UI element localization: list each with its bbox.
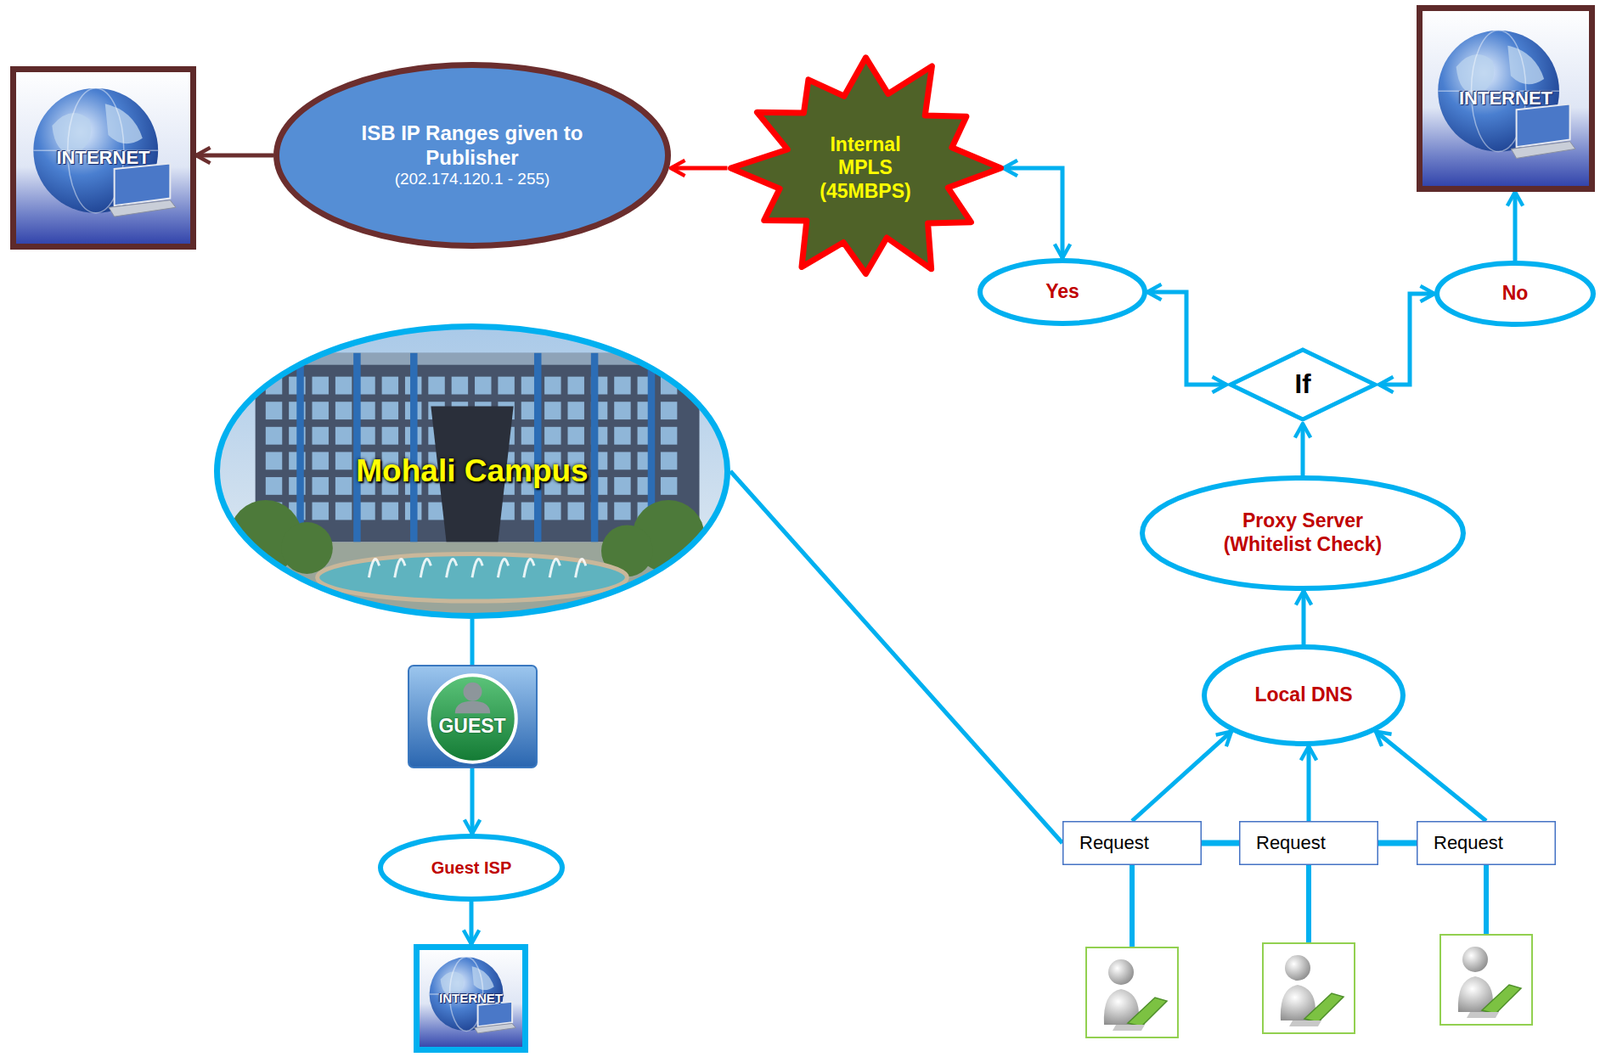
internet-frame [13,69,194,248]
node-label: Mohali Campus [355,452,588,491]
connector-arrow [1378,840,1417,847]
node-label: Proxy Server (Whitelist Check) [1209,509,1397,557]
node-label: GUEST [438,715,506,739]
laptop-icon [108,163,176,217]
connector-arrow [469,901,474,945]
node-label: No [1502,281,1529,306]
text-wrap: INTERNET [56,146,151,170]
campus-ellipse: Mohali Campus [214,323,731,620]
text-wrap: Internal MPLS (45MBPS) [810,133,921,204]
internet-frame [416,947,526,1051]
text-wrap: ISB IP Ranges given to Publisher(202.174… [332,121,613,190]
rect-outline [1417,822,1556,866]
starburst-outline [730,57,1001,275]
internet-box: INTERNET [413,944,529,1054]
ellipse-outline [1142,478,1464,589]
guest-frame [408,665,537,768]
proxy-ellipse: Proxy Server (Whitelist Check) [1139,475,1466,592]
guest-badge [428,675,516,762]
connector-arrow [670,166,728,171]
connector-arrow [1301,423,1306,476]
connector-arrow [1379,293,1435,385]
node-label: INTERNET [56,146,151,170]
connector-arrow [1201,840,1240,847]
connector-arrow [1307,746,1312,822]
isp-ellipse: Guest ISP [377,833,565,902]
connector-arrow [470,619,475,665]
text-wrap: Request [1079,832,1150,855]
text-wrap: INTERNET [439,991,503,1007]
connector-arrow [470,768,475,834]
text-wrap: No [1502,281,1529,306]
rect-outline [1239,822,1379,866]
ellipse-outline [276,65,669,247]
text-wrap: Local DNS [1254,683,1353,708]
user-icon [1440,935,1533,1026]
user-link-line [1129,865,1135,947]
text-wrap: If [1295,368,1312,400]
text-wrap: GUEST [438,715,506,739]
user-link-line [1483,865,1489,935]
ellipse-outline [1436,263,1594,325]
node-label: ISB IP Ranges given to Publisher [332,121,613,171]
guest-icon: GUEST [407,664,538,769]
connector-arrow [1301,591,1307,645]
laptop-icon [474,1002,517,1034]
text-wrap: Mohali Campus [355,452,588,491]
connector-arrow [1147,292,1227,385]
text-wrap: Proxy Server (Whitelist Check) [1209,509,1397,557]
request-box: Request [1062,821,1202,866]
request-box: Request [1416,821,1556,866]
node-label: Request [1433,832,1504,855]
node-label: (202.174.120.1 - 255) [394,169,551,190]
text-wrap: Request [1433,832,1504,855]
internet-box: INTERNET [1416,5,1595,192]
ellipse-outline [980,260,1145,324]
text-wrap: INTERNET [1459,87,1553,110]
diamond-outline [1230,349,1375,420]
decision-ellipse: No [1434,260,1596,327]
connector-arrow [1375,731,1487,822]
connector-arrow [196,153,274,158]
node-label: Request [1079,832,1150,855]
connector-arrow [1513,191,1518,261]
node-label: Yes [1045,280,1080,305]
ellipse-outline [380,836,563,900]
connector-arrow [1003,168,1064,259]
text-wrap: Guest ISP [431,857,512,879]
mpls-starburst: Internal MPLS (45MBPS) [727,45,1004,292]
user-link-line [1306,865,1312,943]
decision-ellipse: Yes [977,258,1148,327]
laptop-icon [1510,104,1576,159]
text-wrap: Yes [1045,280,1080,305]
user-icon [1086,947,1178,1038]
node-label: Request [1256,832,1326,855]
internet-frame [1419,8,1593,190]
connector-arrow [730,471,1063,844]
node-label: Guest ISP [431,857,512,879]
campus-outline [217,326,728,617]
ellipse-outline [1204,647,1403,744]
user-icon [1262,943,1355,1034]
ip-range-ellipse: ISB IP Ranges given to Publisher(202.174… [273,61,671,249]
campus-photo [214,323,731,620]
rect-outline [1063,822,1202,866]
node-label: INTERNET [439,991,503,1007]
connector-arrow [1132,731,1232,822]
internet-box: INTERNET [10,66,197,250]
node-label: Internal MPLS (45MBPS) [810,133,921,204]
request-box: Request [1239,821,1379,866]
dns-ellipse: Local DNS [1201,644,1406,747]
decision-diamond: If [1226,345,1380,424]
node-label: INTERNET [1459,87,1553,110]
text-wrap: Request [1256,832,1326,855]
node-label: If [1295,368,1312,400]
node-label: Local DNS [1254,683,1353,708]
